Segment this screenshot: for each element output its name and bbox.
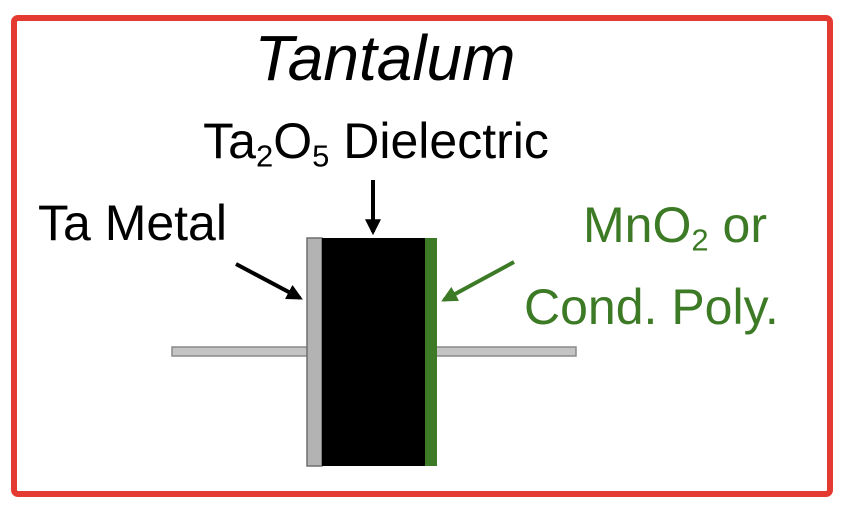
dielectric-label-sub2: 5 [312,138,330,174]
cathode-label-sub: 2 [691,222,709,258]
dielectric-layer [322,238,426,466]
dielectric-label-suffix: Dielectric [329,113,549,169]
dielectric-label-base: Ta [203,113,256,169]
cathode-label-line1: MnO2 or [540,197,810,256]
diagram-title: Tantalum [254,22,516,94]
dielectric-label-mid: O [273,113,313,169]
metal-arrow [235,262,303,300]
cathode-layer [425,238,437,466]
dielectric-label-sub1: 2 [255,138,274,174]
left-lead [171,346,311,357]
right-lead [435,346,577,357]
cathode-label-suffix: or [708,197,767,253]
cathode-arrow [441,260,515,302]
cathode-label-base: MnO [583,197,692,253]
outer-border [11,15,833,497]
dielectric-label: Ta2O5 Dielectric [0,113,752,172]
ta-metal-layer [306,237,323,467]
cathode-label-line2: Cond. Poly. [524,279,779,335]
metal-label: Ta Metal [38,195,227,251]
